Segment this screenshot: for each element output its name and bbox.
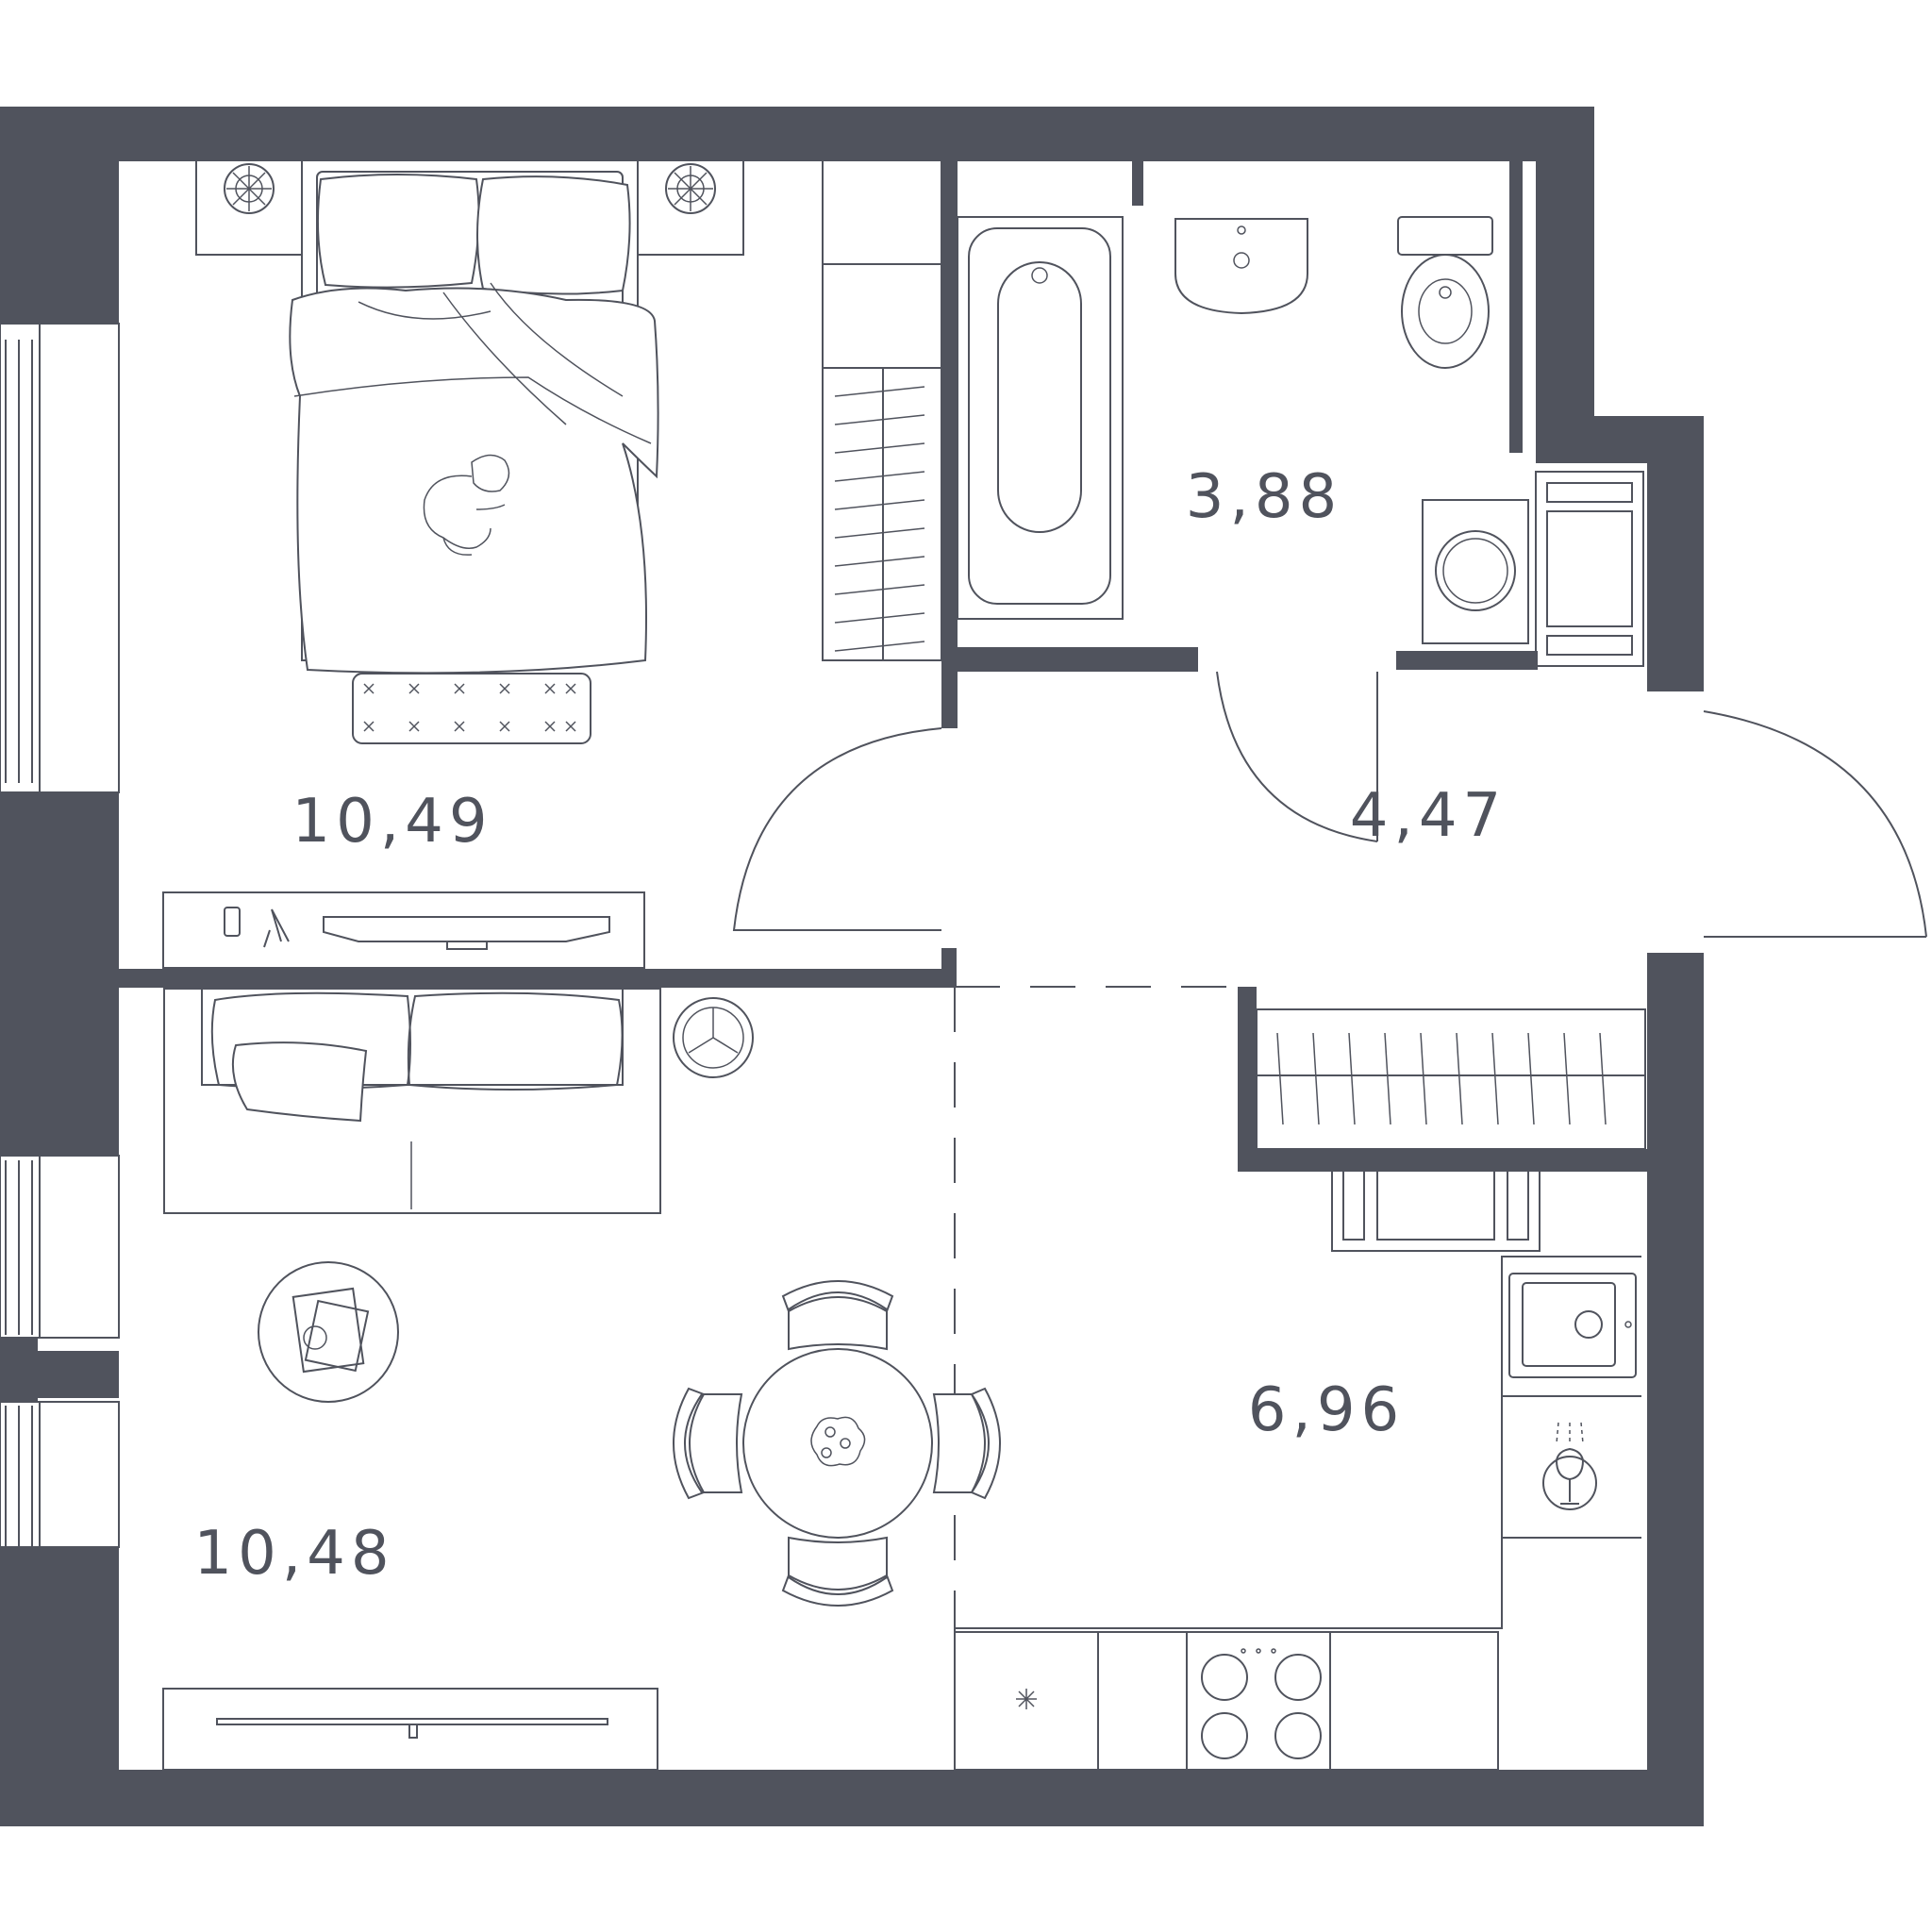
sink-icon [1508, 1273, 1637, 1378]
sofa-icon [163, 988, 661, 1214]
chair-icon [781, 1536, 894, 1607]
bed-icon [289, 159, 659, 675]
coffee-table-icon [258, 1261, 399, 1403]
dining-table-icon [742, 1348, 933, 1539]
wardrobe-icon [1256, 1008, 1646, 1150]
dog-icon [423, 454, 510, 556]
window-living-2 [0, 1401, 120, 1619]
chair-icon [781, 1280, 894, 1351]
rug-icon [352, 673, 591, 744]
walls [0, 107, 1704, 1826]
door-swing-icon [732, 727, 942, 931]
cooktop-icon [1097, 1631, 1499, 1771]
window-living-1 [0, 1155, 120, 1339]
bathtub-icon [957, 216, 1124, 620]
chair-icon [673, 1387, 743, 1500]
radiator-icon [1535, 471, 1644, 667]
kitchen-area-label: 6,96 [1248, 1375, 1406, 1445]
phone-icon [224, 907, 290, 948]
toilet-icon [1397, 216, 1493, 369]
hallway-area-label: 4,47 [1350, 781, 1507, 851]
room-labels: 10,49 3,88 4,47 10,48 6,96 [193, 462, 1507, 1589]
washing-machine-icon [1422, 499, 1529, 644]
wardrobe-icon [822, 159, 942, 661]
nightstand-icon [637, 159, 744, 256]
bathroom-area-label: 3,88 [1186, 462, 1343, 532]
kitchen-counter [955, 1256, 1641, 1629]
floor-lamp-icon [673, 997, 754, 1078]
dishwasher-icon [1542, 1422, 1597, 1510]
radiator-icon [1331, 1152, 1541, 1252]
bedroom-area-label: 10,49 [291, 787, 492, 857]
tv-icon [162, 891, 645, 969]
fridge-icon [954, 1631, 1099, 1771]
door-swing-icon [1216, 671, 1378, 842]
tv-icon [162, 1688, 658, 1771]
living-room-area-label: 10,48 [193, 1519, 394, 1589]
nightstand-icon [195, 159, 303, 256]
window-bedroom [0, 323, 120, 793]
chair-icon [932, 1387, 1001, 1500]
washbasin-icon [1174, 218, 1308, 315]
door-swing-icon [1703, 710, 1927, 938]
